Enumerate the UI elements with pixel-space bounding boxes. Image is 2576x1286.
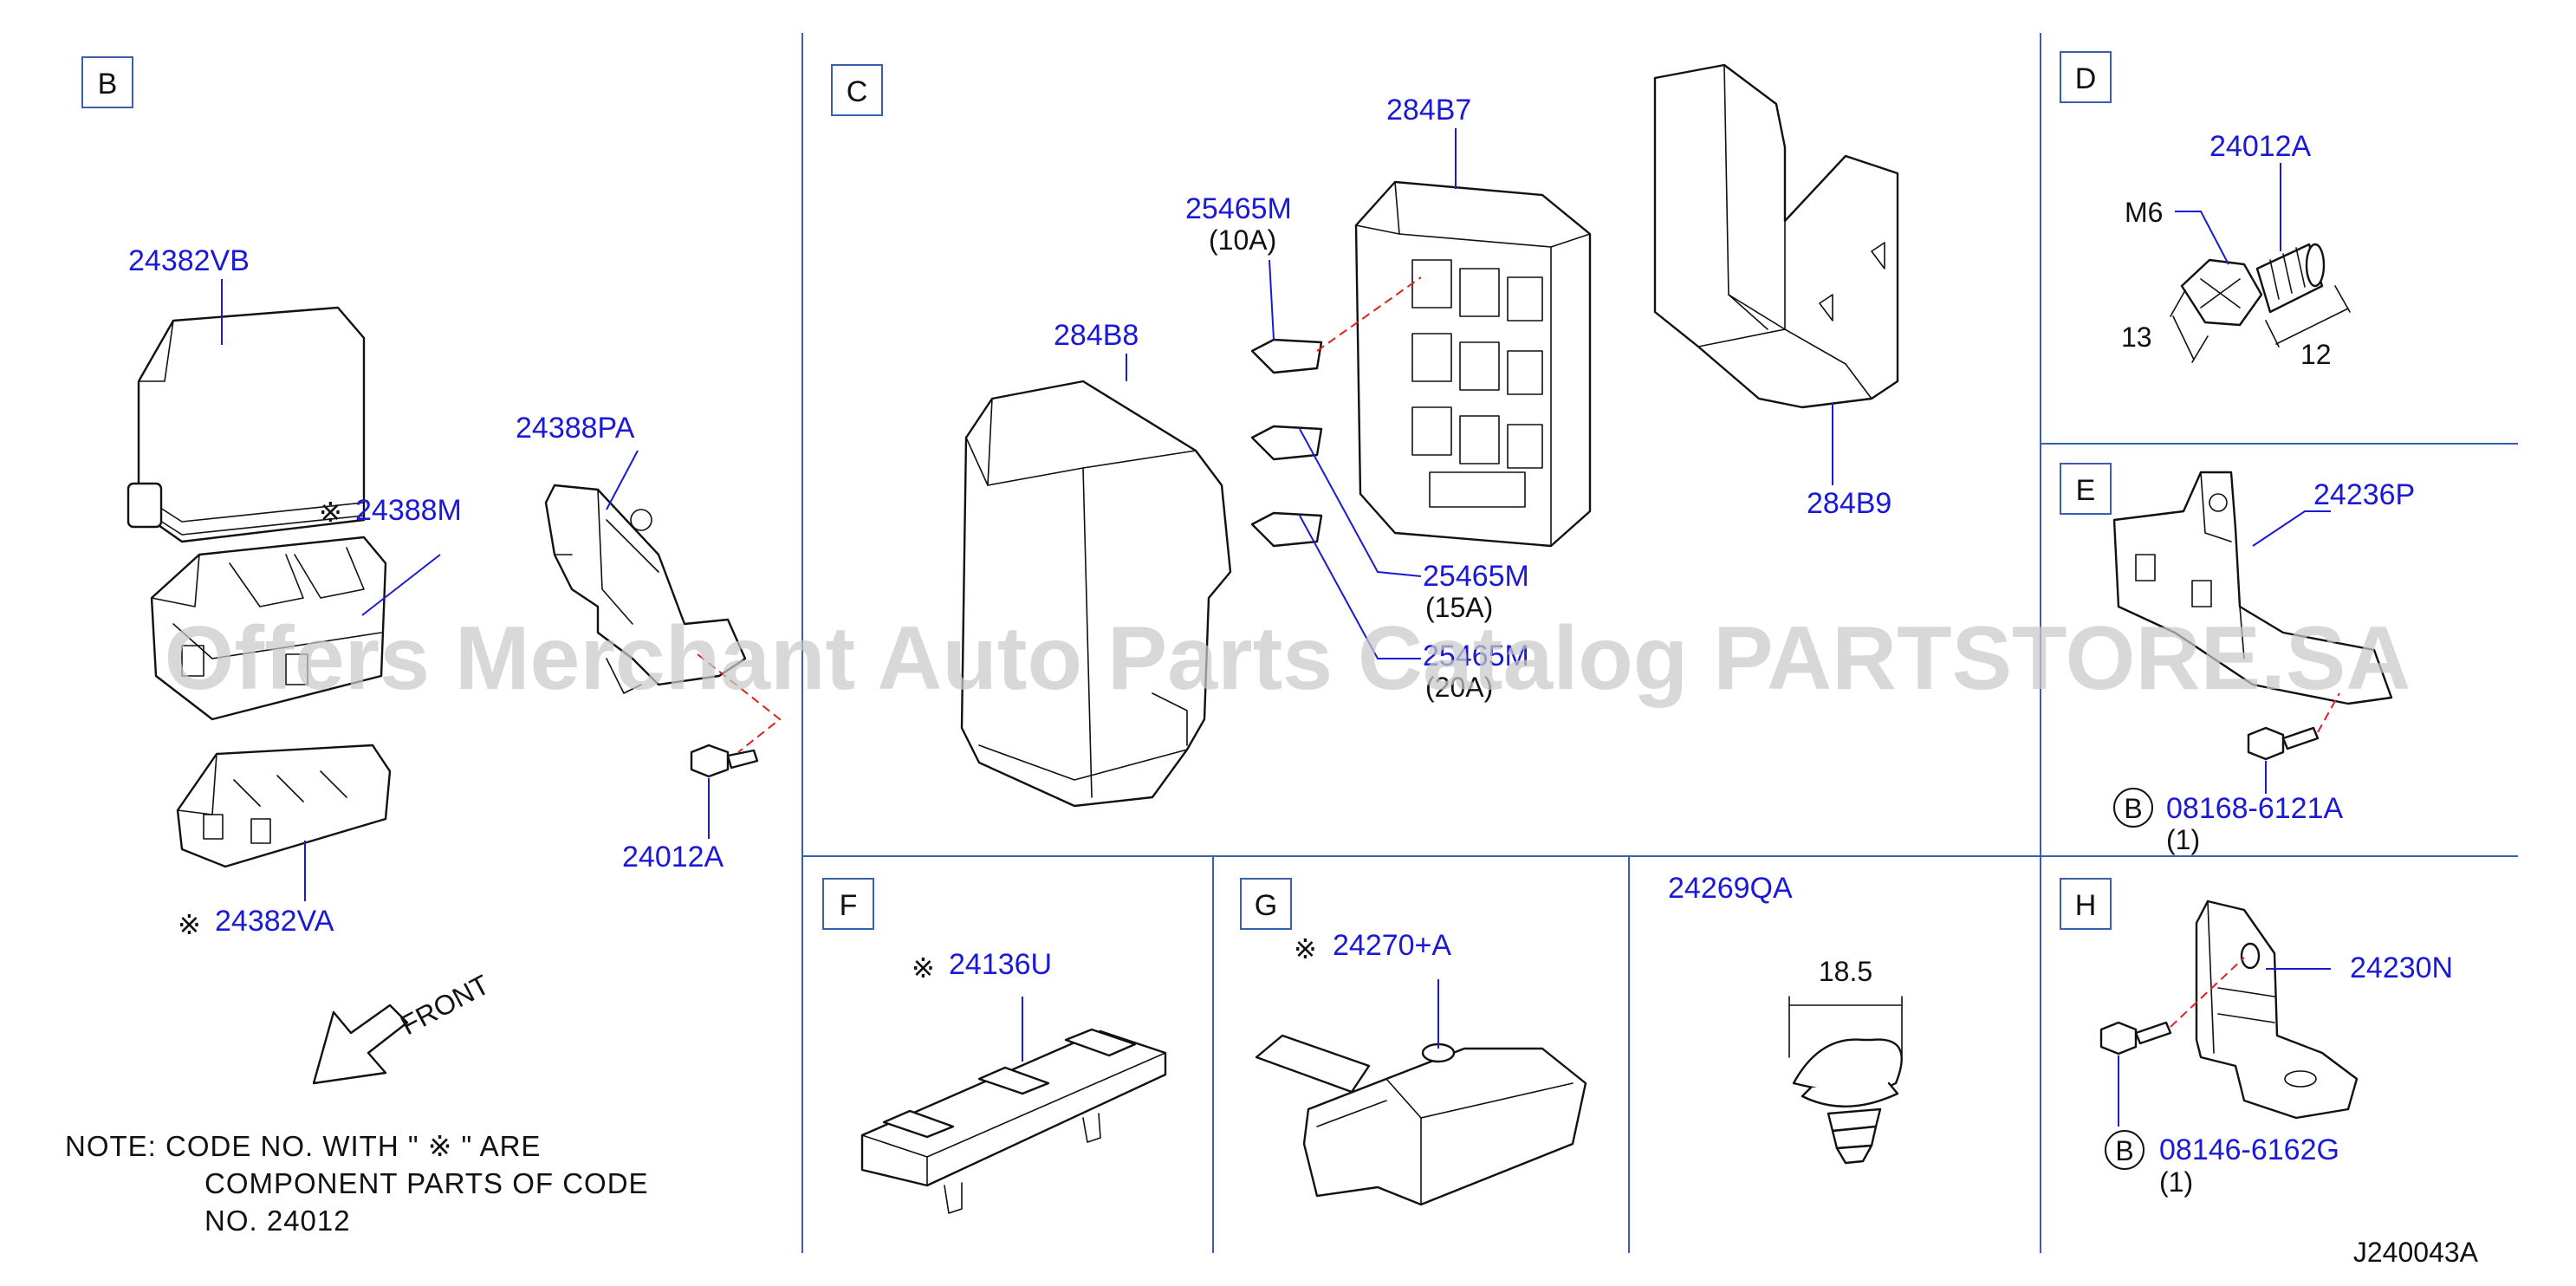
svg-text:G: G [1255,889,1277,922]
label-24382va: 24382VA [215,905,334,938]
drawing-id: J240043A [2353,1237,2479,1268]
svg-text:H: H [2075,889,2097,922]
label-m6: M6 [2125,197,2163,228]
circle-b-h: B [2105,1130,2145,1170]
panel-label-f: F [822,878,874,930]
qa-dimension-lines [1788,996,1903,1058]
rating-20a: (20A) [1425,672,1493,703]
label-24388pa: 24388PA [516,412,635,445]
panel-label-d: D [2060,51,2112,103]
bolt-24012a-drawing [2180,243,2326,327]
panel-label-c: C [831,64,883,116]
fuse-block-bottom-cover-drawing [176,744,392,868]
panel-label-e: E [2060,463,2112,515]
label-fuse-10a: 25465M [1185,192,1292,225]
fuse-box-cover-284b8-drawing [960,380,1232,808]
svg-text:B: B [2124,793,2142,824]
leaders-panel-d [2175,163,2281,265]
bolt-08168-drawing [2247,726,2320,761]
svg-text:C: C [847,75,868,108]
circle-b-e: B [2113,788,2153,828]
dim-13: 13 [2121,322,2152,353]
fuse-block-cover-drawing [127,306,366,543]
fuse-block-body-drawing [150,536,387,721]
svg-text:D: D [2075,62,2097,95]
note-line-2: COMPONENT PARTS OF CODE [204,1167,649,1199]
label-24136u: 24136U [949,948,1052,981]
label-24236p: 24236P [2313,478,2415,511]
dim-12: 12 [2300,339,2332,370]
note-block: NOTE: CODE NO. WITH " ※ " ARE COMPONENT … [65,1130,649,1237]
svg-text:E: E [2076,474,2096,507]
bolt-08146-drawing [2099,1021,2172,1055]
dim-18-5: 18.5 [1819,956,1872,987]
panel-label-b: B [81,56,133,108]
svg-text:B: B [98,68,118,101]
holder-24270a-drawing [1255,1034,1587,1206]
mark-24270a: ※ [1294,933,1317,964]
label-24382vb: 24382VB [128,244,250,277]
label-284b8: 284B8 [1054,319,1139,352]
leaders-panel-c [1126,128,1833,659]
rating-10a: (10A) [1209,224,1276,256]
label-24012a-panel-d: 24012A [2209,130,2312,163]
front-label: FRONT [395,969,494,1042]
label-284b7: 284B7 [1386,94,1471,127]
relay-housing-284b9-drawing [1653,63,1899,409]
bracket-24236p-drawing [2112,471,2393,705]
leaders-panel-h [2118,957,2331,1127]
label-08168-6121a: 08168-6121A [2166,792,2344,825]
rating-15a: (15A) [1425,592,1493,623]
label-24230n: 24230N [2350,952,2453,984]
panel-label-g: G [1240,878,1292,930]
label-24388m: 24388M [355,494,462,527]
bolt-24012a-panel-b-drawing [690,744,759,778]
label-08146-6162g: 08146-6162G [2159,1133,2339,1166]
label-fuse-15a: 25465M [1423,560,1529,593]
clip-24136u-drawing [860,1028,1167,1214]
leaders-panel-b [221,279,782,901]
label-24012a-panel-b: 24012A [622,841,724,874]
bracket-24230n-drawing [2195,900,2359,1120]
front-arrow-icon [312,1003,409,1085]
mark-24382va: ※ [178,909,201,940]
label-fuse-20a: 25465M [1423,640,1529,672]
bolt-dimension-lines [2170,285,2351,363]
note-line-1: NOTE: CODE NO. WITH " ※ " ARE [65,1130,541,1162]
leaders-panel-e [2252,510,2340,794]
mark-24388m: ※ [319,497,342,528]
label-284b9: 284B9 [1807,487,1891,520]
label-24270a: 24270+A [1333,929,1451,962]
svg-text:B: B [2115,1135,2133,1166]
panel-dividers [801,33,2518,1253]
clip-24269qa-drawing [1792,1038,1903,1165]
svg-text:F: F [840,889,858,922]
panel-label-h: H [2060,878,2112,930]
qty-e: (1) [2166,824,2200,855]
mark-24136u: ※ [912,952,935,984]
qty-h: (1) [2159,1166,2193,1198]
relay-box-284b7-drawing [1354,180,1592,548]
note-line-3: NO. 24012 [204,1205,351,1237]
label-24269qa: 24269QA [1668,872,1793,905]
fuses-drawing [1250,338,1323,548]
bracket-24388pa-drawing [544,484,747,694]
watermark-text: Offers Merchant Auto Parts Catalog PARTS… [165,608,2411,709]
